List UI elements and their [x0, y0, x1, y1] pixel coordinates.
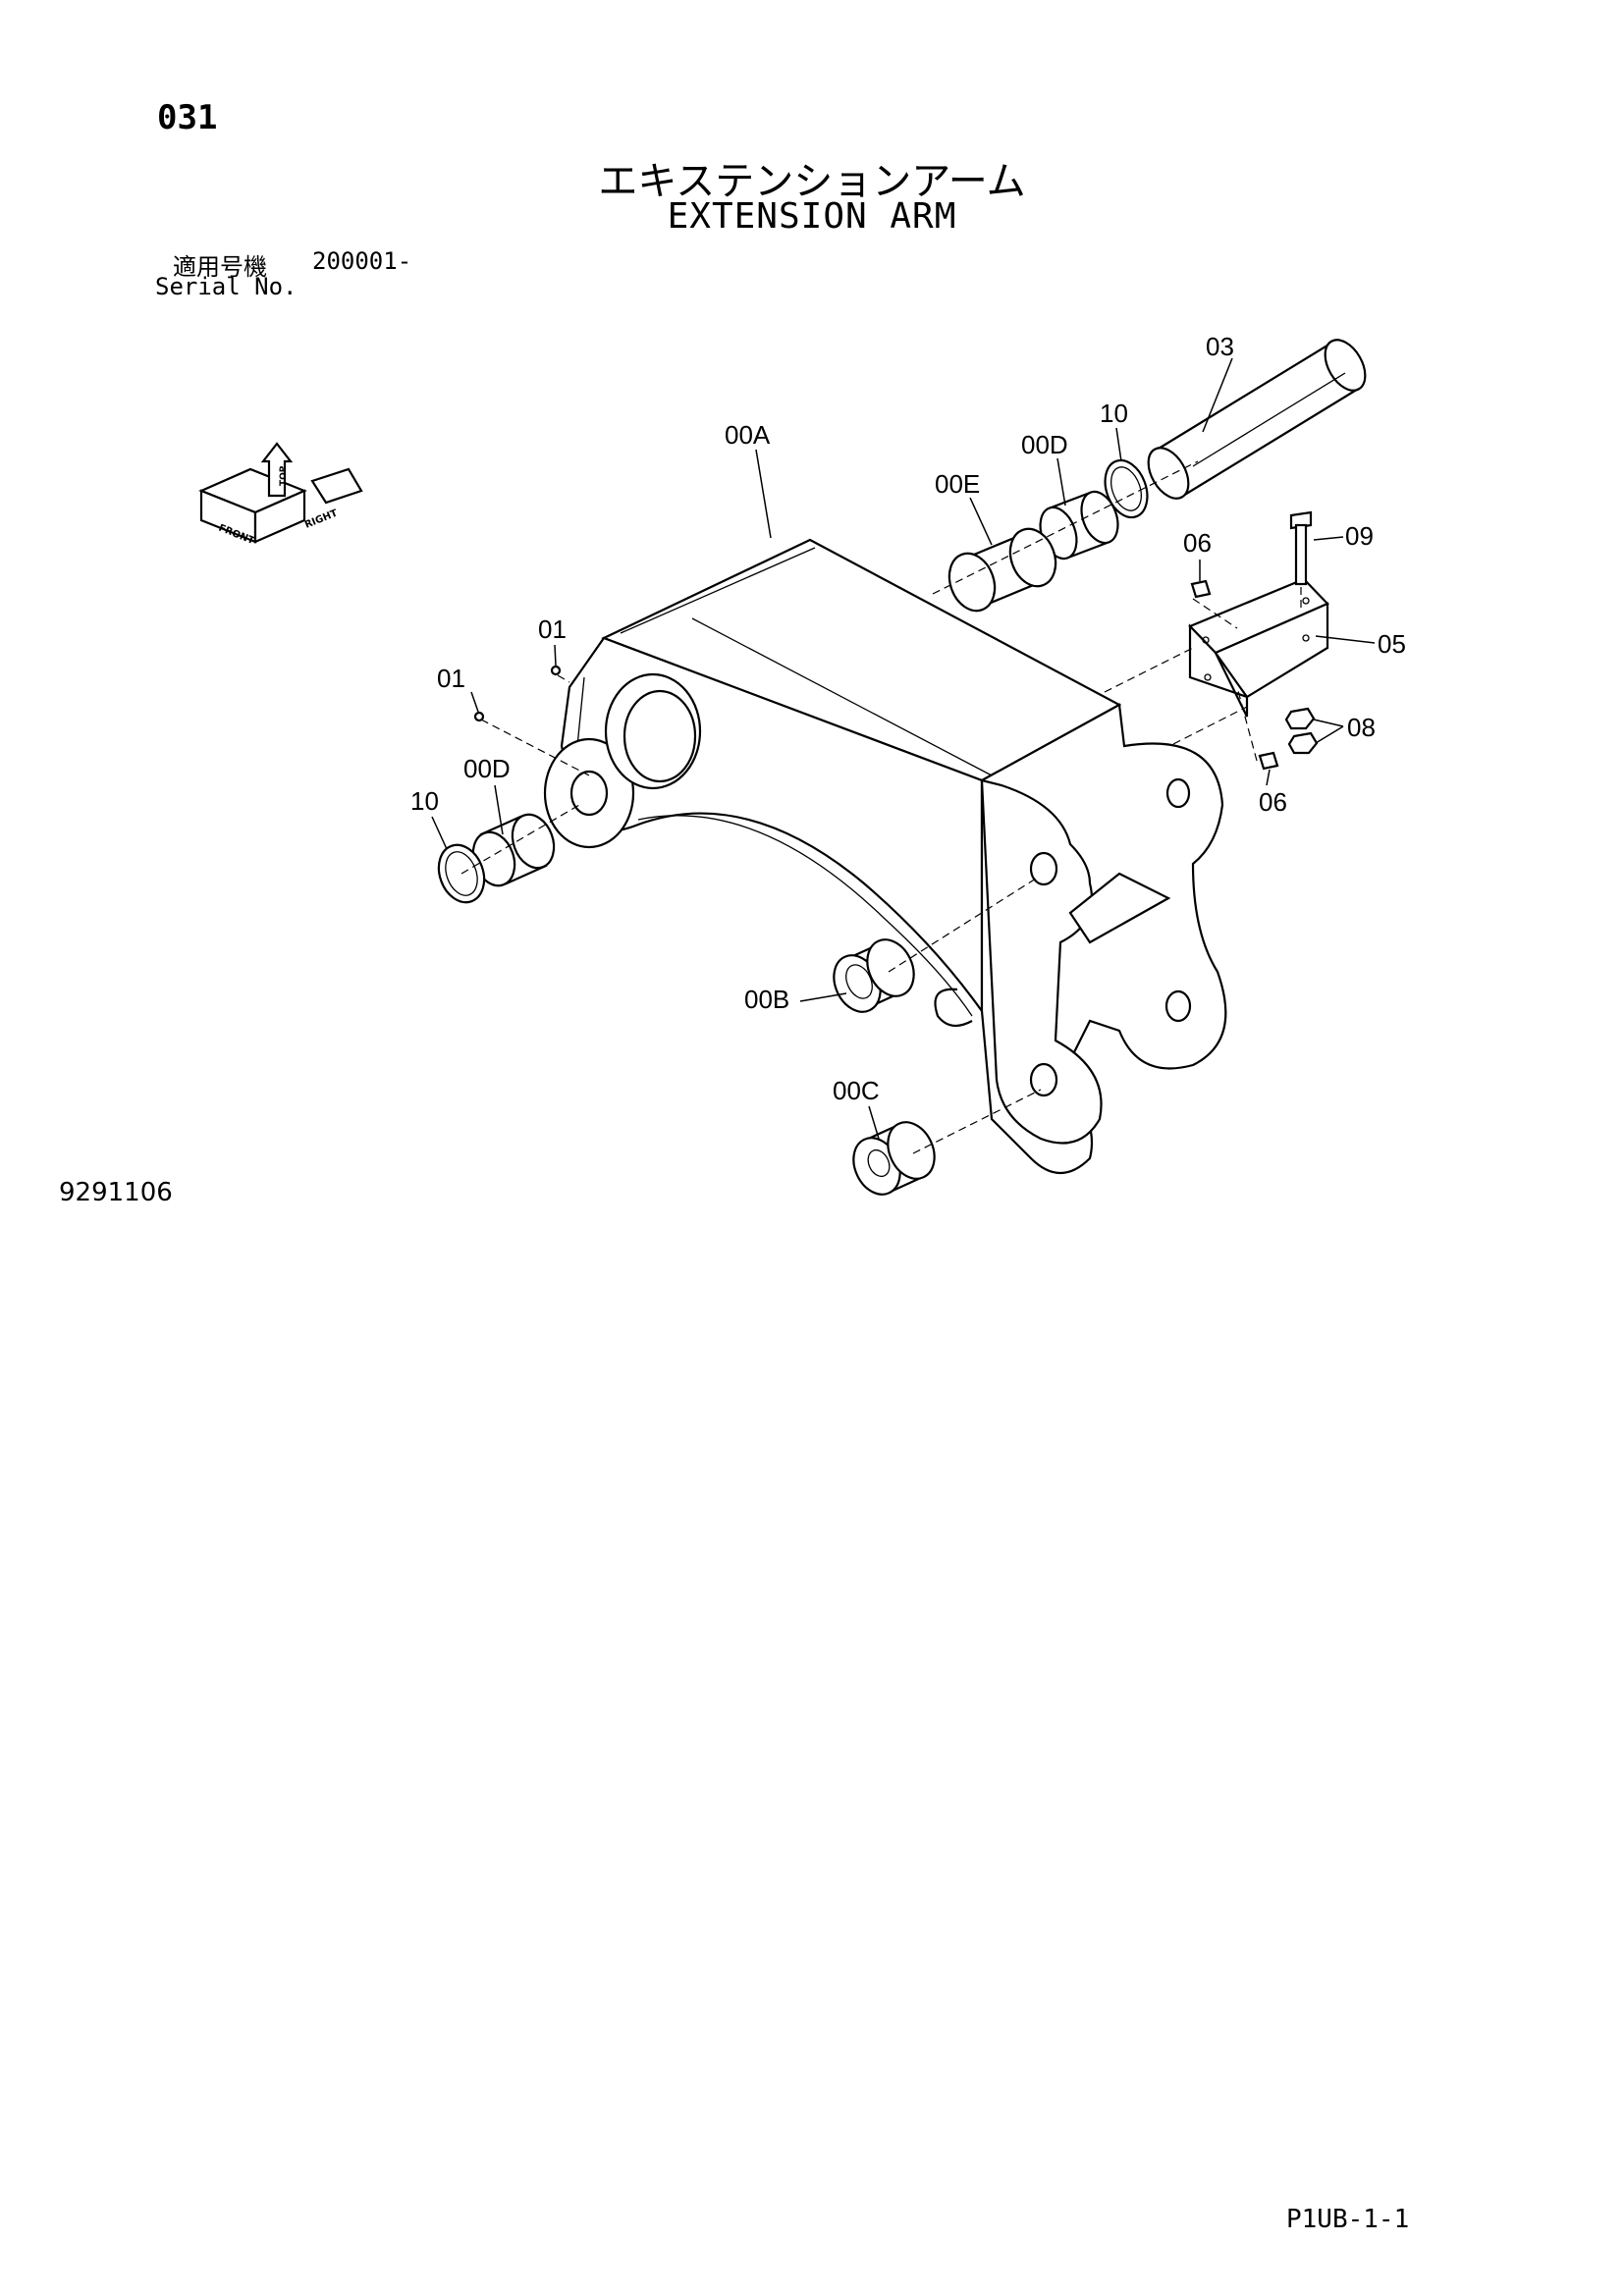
callout-06-bottom: 06: [1259, 787, 1287, 817]
page-number: 031: [157, 98, 218, 137]
title-english: EXTENSION ARM: [667, 196, 957, 237]
grease-fitting-01-b: [473, 711, 485, 722]
bushing-00B: [833, 938, 915, 1013]
callout-05: 05: [1378, 629, 1406, 659]
callout-00A: 00A: [725, 420, 771, 450]
drawing-number: 9291106: [59, 1178, 173, 1207]
callout-00B: 00B: [744, 985, 789, 1014]
callout-10-left: 10: [410, 786, 439, 816]
serial-label-japanese: 適用号機: [173, 253, 267, 281]
orientation-top-label: TOP: [279, 465, 289, 486]
bolt-06-top: [1190, 579, 1212, 599]
nuts-08: [1284, 707, 1319, 755]
callout-08: 08: [1347, 713, 1376, 742]
callout-01-b: 01: [437, 664, 465, 693]
callout-06-top: 06: [1183, 528, 1212, 558]
serial-label-english: Serial No.: [155, 273, 298, 300]
serial-number-value: 200001-: [312, 247, 412, 275]
orientation-right-label: RIGHT: [303, 507, 340, 530]
bolt-09: [1289, 510, 1313, 586]
bolt-06-bottom: [1258, 751, 1279, 771]
callout-00D-left: 00D: [463, 754, 511, 783]
callout-00D-top: 00D: [1021, 430, 1068, 459]
leader-lines: [431, 357, 1376, 1140]
collar-00C: [852, 1121, 936, 1196]
callout-00C: 00C: [833, 1076, 880, 1105]
pin-03: [1147, 339, 1367, 500]
callout-10-top: 10: [1100, 399, 1128, 428]
callout-01-a: 01: [538, 614, 567, 644]
orientation-symbol: FRONT TOP RIGHT: [198, 442, 363, 547]
bracket-05: [1188, 577, 1329, 718]
page-code: P1UB-1-1: [1286, 2205, 1410, 2234]
ring-10-top: [1104, 458, 1149, 519]
callout-00E: 00E: [935, 469, 980, 499]
callout-03: 03: [1206, 332, 1234, 361]
assembly-lines: [460, 460, 1302, 1154]
bushing-00E: [947, 527, 1057, 613]
title-japanese: エキステンションアーム: [598, 159, 1026, 204]
callout-09: 09: [1345, 521, 1374, 551]
grease-fitting-01-a: [550, 665, 562, 676]
extension-arm-body: [543, 538, 1227, 1174]
